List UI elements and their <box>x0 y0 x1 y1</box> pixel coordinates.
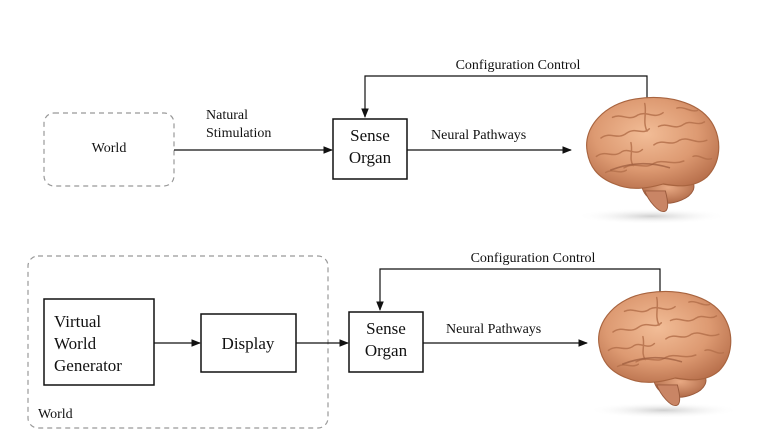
bottom-config-arrow <box>376 268 661 311</box>
top-config-label: Configuration Control <box>456 58 581 73</box>
top-world-label: World <box>92 141 127 156</box>
top-sense-organ-box <box>332 118 408 180</box>
bottom-sense-organ-label-line1: Sense <box>366 319 406 338</box>
virtual-world-generator-label-line1: Virtual <box>54 312 101 331</box>
brain-icon <box>574 96 729 226</box>
top-neural-label: Neural Pathways <box>431 128 526 143</box>
top-stimulation-label-line1: Natural <box>206 108 248 123</box>
top-world-box <box>43 112 175 187</box>
brain-icon <box>586 290 741 420</box>
virtual-world-generator-label-line2: World <box>54 334 97 353</box>
bottom-config-label: Configuration Control <box>471 251 596 266</box>
bottom-sense-organ-box <box>348 311 424 373</box>
top-stimulation-label-line2: Stimulation <box>206 126 271 141</box>
display-label: Display <box>222 334 275 353</box>
top-sense-organ-label-line2: Organ <box>349 148 392 167</box>
top-config-arrow <box>361 75 648 118</box>
bottom-neural-label: Neural Pathways <box>446 322 541 337</box>
top-diagram: World Natural Stimulation Sense Organ Ne… <box>43 58 729 226</box>
bottom-sense-organ-label-line2: Organ <box>365 341 408 360</box>
virtual-world-generator-box <box>43 298 155 386</box>
bottom-world-box <box>27 255 329 429</box>
virtual-world-generator-label-line3: Generator <box>54 356 122 375</box>
bottom-world-label: World <box>38 407 73 422</box>
top-sense-organ-label-line1: Sense <box>350 126 390 145</box>
display-box <box>200 313 297 373</box>
bottom-diagram: World Virtual World Generator Display Se… <box>27 251 741 429</box>
